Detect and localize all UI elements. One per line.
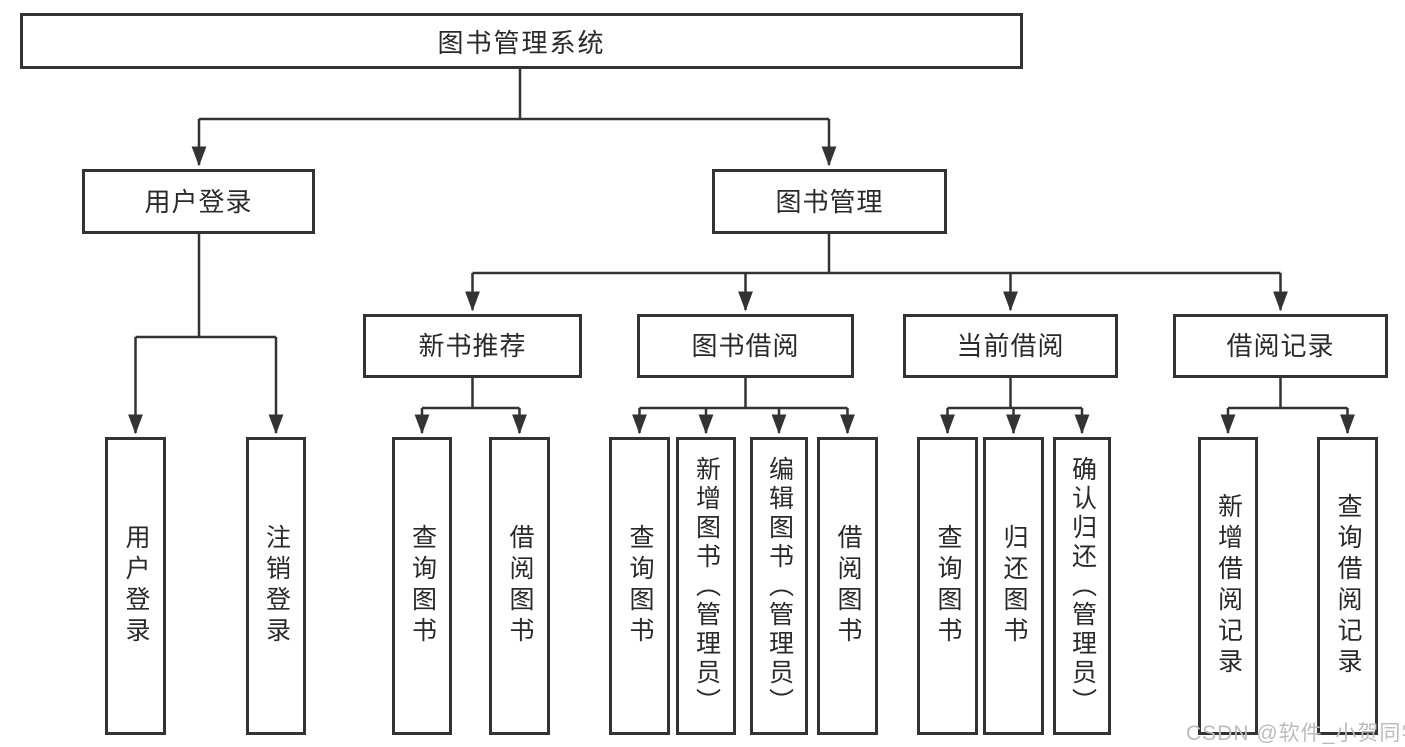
node-label: 查询图书 (408, 524, 437, 648)
node-leaf-add-books-admin: 新增图书（管理员） (676, 437, 736, 735)
node-label: 新增借阅记录 (1214, 493, 1243, 679)
node-label: 查询图书 (626, 524, 654, 648)
node-leaf-user-login: 用户登录 (105, 437, 166, 735)
node-new-book-recommend: 新书推荐 (363, 314, 582, 378)
node-label: 注销登录 (262, 524, 291, 648)
node-label: 当前借阅 (956, 331, 1065, 361)
node-label: 图书管理 (775, 186, 884, 217)
node-leaf-edit-books-admin: 编辑图书（管理员） (750, 437, 808, 735)
watermark-text: CSDN @软件_小贺同学 (1186, 722, 1405, 745)
node-leaf-borrow-books-2: 借阅图书 (817, 437, 878, 735)
node-label: 图书管理系统 (437, 27, 606, 58)
node-leaf-confirm-return-admin: 确认归还（管理员） (1053, 437, 1111, 735)
node-label: 编辑图书（管理员） (765, 455, 794, 717)
node-label: 确认归还（管理员） (1068, 455, 1097, 717)
node-borrowing-records: 借阅记录 (1173, 314, 1388, 378)
node-label: 查询借阅记录 (1334, 493, 1362, 679)
node-leaf-query-books-3: 查询图书 (917, 437, 978, 735)
node-label: 新书推荐 (418, 331, 527, 361)
node-label: 借阅图书 (834, 524, 862, 648)
node-label: 图书借阅 (691, 331, 800, 361)
node-label: 归还图书 (1000, 524, 1028, 648)
node-label: 查询图书 (934, 524, 962, 648)
node-label: 借阅图书 (506, 524, 534, 648)
node-leaf-query-borrow-record: 查询借阅记录 (1317, 437, 1378, 735)
node-label: 借阅记录 (1226, 331, 1335, 361)
node-book-management: 图书管理 (712, 169, 947, 234)
node-label: 用户登录 (144, 186, 253, 217)
node-leaf-query-books-2: 查询图书 (609, 437, 670, 735)
node-library-management-system: 图书管理系统 (20, 13, 1023, 69)
node-leaf-borrow-books-1: 借阅图书 (489, 437, 550, 735)
node-label: 新增图书（管理员） (692, 455, 721, 717)
node-label: 用户登录 (122, 524, 150, 648)
node-current-borrowing: 当前借阅 (903, 314, 1118, 378)
node-user-login-branch: 用户登录 (82, 169, 315, 234)
node-leaf-add-borrow-record: 新增借阅记录 (1198, 437, 1258, 735)
node-leaf-logout: 注销登录 (246, 437, 306, 735)
node-leaf-query-books-1: 查询图书 (392, 437, 452, 735)
node-leaf-return-books: 归还图书 (983, 437, 1044, 735)
node-book-borrowing: 图书借阅 (637, 314, 854, 378)
